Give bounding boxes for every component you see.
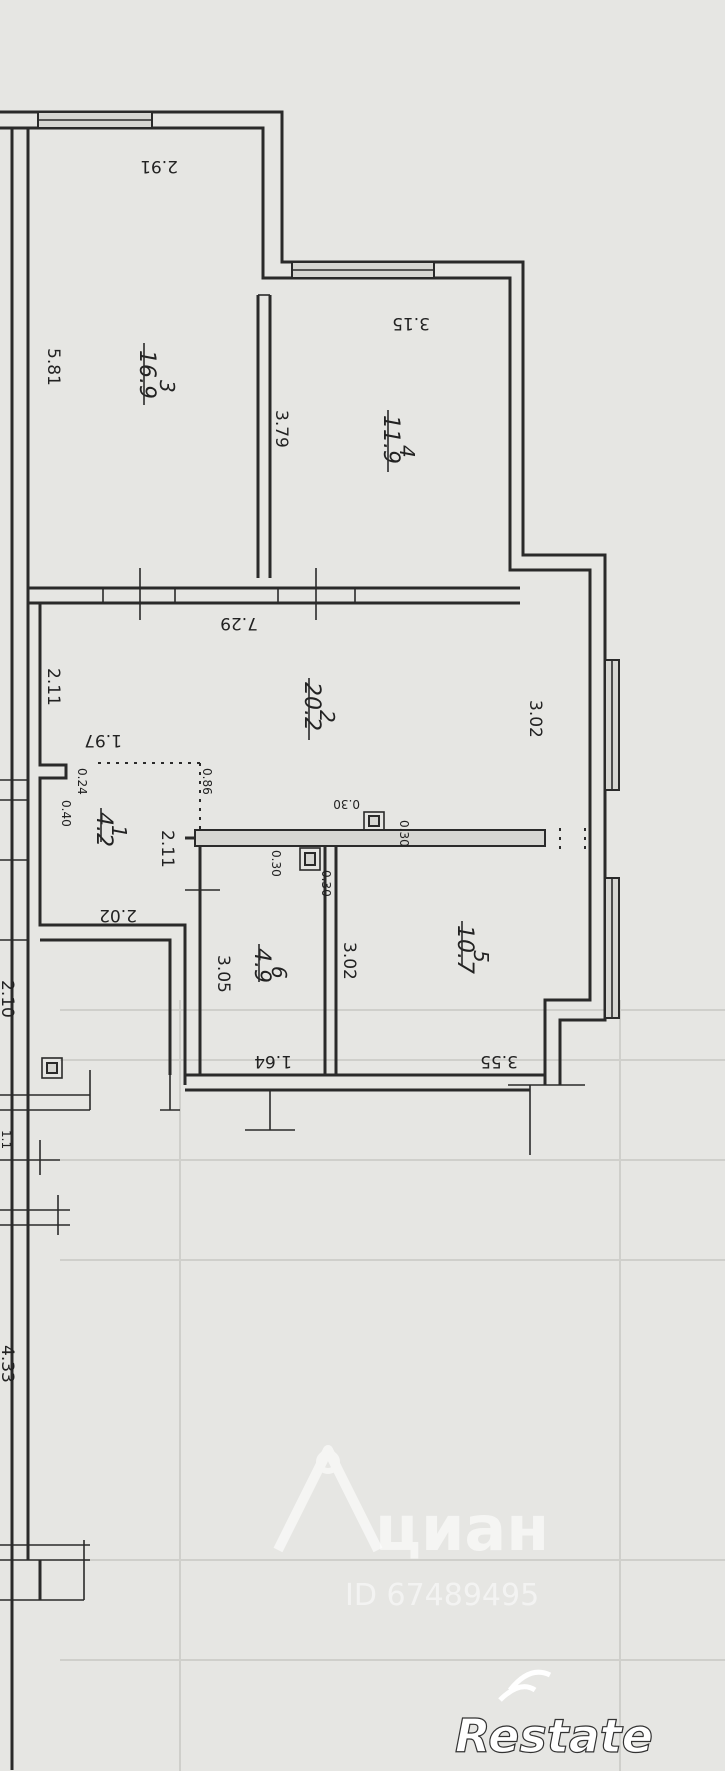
room-2-height-right: 3.02: [525, 700, 545, 738]
room-3-width: 2.91: [140, 156, 178, 176]
left-dim-1: 2.10: [0, 980, 17, 1018]
duct-label-b: 0.30: [397, 820, 411, 847]
room-6-number: 6: [267, 966, 291, 979]
room-3: 2.91 5.81 16.9 3: [43, 156, 179, 405]
room-5: 3.55 3.02 10.7 5: [339, 921, 518, 1071]
room-3-area: 16.9: [134, 350, 159, 399]
room-1-dim-c: 0.86: [200, 768, 214, 795]
room-4-length: 3.79: [271, 410, 291, 448]
duct-label-a: 0.30: [333, 797, 360, 811]
duct-labels: 0.30 0.30 0.30 0.30: [269, 797, 411, 897]
room-1-dim-a: 0.24: [75, 768, 89, 795]
room-2-area: 20.2: [299, 682, 324, 731]
room-2-height-left: 2.11: [43, 668, 63, 706]
room-5-area: 10.7: [452, 925, 477, 974]
room-4-number: 4: [395, 445, 419, 458]
room-6-width: 1.64: [254, 1051, 292, 1071]
room-1-number: 1: [107, 825, 131, 838]
room-1: 1.97 2.02 2.11 0.24 0.40 0.86 4.2 1: [59, 730, 214, 925]
room-4-width: 3.15: [392, 313, 430, 333]
outer-walls: [0, 110, 620, 1086]
room-6: 1.64 3.05 4.9 6: [213, 944, 292, 1071]
room-5-number: 5: [469, 950, 493, 963]
room-1-dim-b: 0.40: [59, 800, 73, 827]
room-3-number: 3: [155, 380, 179, 393]
background-lines: [60, 1000, 725, 1771]
room-2: 7.29 2.11 3.02 20.2 2: [43, 613, 545, 740]
room-2-width: 7.29: [220, 613, 258, 633]
duct-label-c: 0.30: [269, 850, 283, 877]
duct-upper: [363, 811, 385, 831]
vent-ducts: [41, 811, 385, 1079]
room-5-length: 3.02: [339, 942, 359, 980]
room-4: 3.15 3.79 11.9 4: [271, 313, 430, 472]
cian-watermark: циан ID 67489495: [273, 1445, 549, 1613]
left-dim-3: 4.33: [0, 1345, 17, 1383]
watermark-id: ID 67489495: [345, 1578, 539, 1613]
room-1-area: 4.2: [91, 812, 116, 847]
room-3-length: 5.81: [43, 348, 63, 386]
room-1-width-bottom: 2.02: [99, 905, 137, 925]
duct-corridor: [41, 1057, 63, 1079]
room-2-number: 2: [315, 710, 339, 723]
room-1-width-top: 1.97: [84, 730, 122, 750]
room-4-area: 11.9: [378, 415, 403, 464]
room-6-length: 3.05: [213, 955, 233, 993]
room-5-width: 3.55: [480, 1051, 518, 1071]
duct-label-d: 0.30: [319, 870, 333, 897]
room-1-height: 2.11: [157, 830, 177, 868]
watermark-brand: циан: [375, 1492, 549, 1565]
cian-logo-icon: [273, 1445, 383, 1553]
restate-logo-icon: [498, 1669, 552, 1702]
interior-walls: [0, 128, 586, 1770]
restate-logo: Restate: [454, 1669, 654, 1764]
duct-lower: [299, 847, 321, 871]
room-6-area: 4.9: [249, 948, 274, 983]
restate-logo-text: Restate: [455, 1709, 653, 1763]
left-dim-2: 1.1: [0, 1130, 13, 1149]
left-edge-dims: 2.10 1.1 4.33: [0, 980, 17, 1383]
